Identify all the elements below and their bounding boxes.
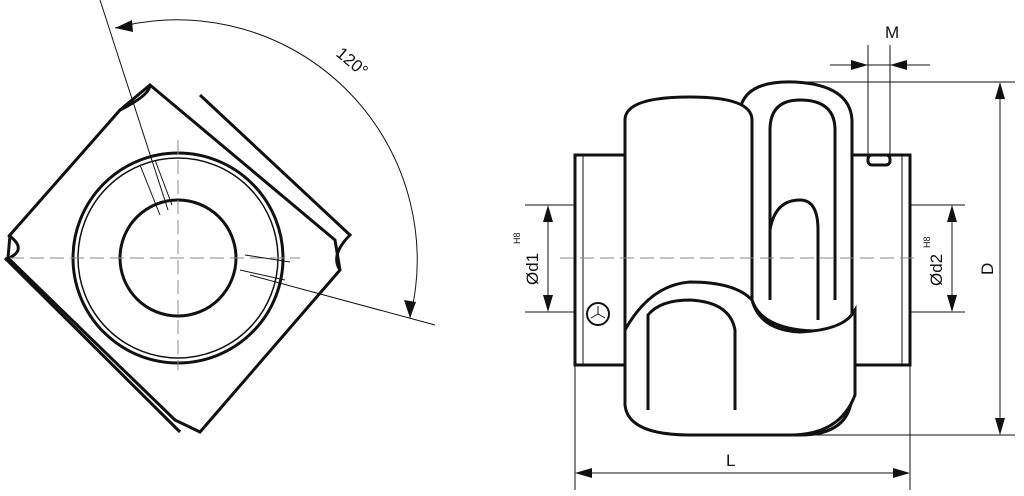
angle-arrow-end — [404, 300, 416, 318]
d2-tolerance: H8 — [922, 236, 932, 248]
l-label: L — [726, 451, 735, 470]
inner-slot — [768, 98, 837, 300]
side-view: Ød1 H8 Ød2 H8 D L M — [512, 23, 1015, 490]
angle-arc — [114, 19, 418, 319]
front-cylinder — [623, 95, 754, 332]
clamp-screw-head — [586, 302, 610, 326]
d2-label: Ød2 — [927, 254, 946, 286]
clamp-body-outline — [6, 83, 342, 434]
front-loop — [623, 280, 857, 437]
end-view: 120° — [3, 0, 436, 434]
m-label: M — [885, 23, 899, 42]
d-label: D — [978, 263, 997, 275]
rear-window — [768, 198, 820, 320]
clamp-screw-holes — [139, 159, 291, 281]
d1-tolerance: H8 — [512, 232, 522, 244]
angle-arrow-start — [115, 20, 133, 32]
angle-label: 120° — [332, 44, 371, 81]
d1-label: Ød1 — [523, 253, 542, 285]
body-edges — [3, 84, 353, 434]
angle-leader-1 — [99, 0, 169, 211]
angle-leader-2 — [249, 274, 436, 326]
front-slot — [646, 298, 737, 410]
set-screw — [866, 153, 892, 167]
